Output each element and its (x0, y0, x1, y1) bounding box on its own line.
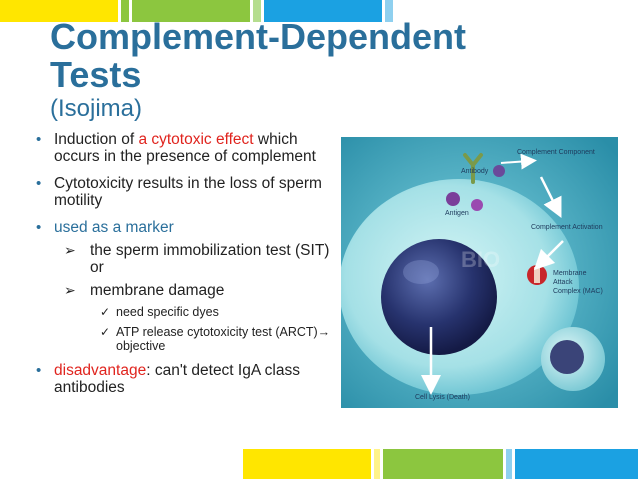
small-cell-nucleus (550, 340, 584, 374)
bottom-bar-green (383, 449, 503, 479)
checkmark-icon: ✓ (100, 305, 111, 319)
label-antigen: Antigen (445, 210, 469, 217)
slide-title: Complement-Dependent Tests (50, 18, 466, 94)
sub-bullet-text: the sperm immobilization test (SIT) or (90, 242, 330, 276)
label-attack: Attack (553, 279, 573, 286)
top-bar-green (132, 0, 250, 22)
top-bar-yellow (0, 0, 118, 22)
sub-sub-bullet-text: need specific dyes (116, 305, 219, 319)
sub-bullet-item: ➢ membrane damage (36, 282, 332, 299)
bullet-dot-icon: • (36, 219, 42, 236)
sub-sub-bullet-item: ✓ need specific dyes (36, 305, 332, 319)
label-antibody: Antibody (461, 168, 489, 175)
top-bar-green-light (253, 0, 261, 22)
title-line-1: Complement-Dependent (50, 16, 467, 57)
nucleus-highlight (403, 260, 439, 284)
label-complement-component: Complement Component (517, 149, 595, 156)
bullet-item: • used as a marker (36, 219, 332, 236)
arrow-bullet-icon: ➢ (64, 282, 76, 298)
sub-bullet-text: membrane damage (90, 282, 225, 299)
bullet-text: used as a marker (54, 219, 174, 236)
sub-sub-bullet-text: ATP release cytotoxicity test (ARCT)→ ob… (116, 325, 331, 353)
bullet-list: • Induction of a cytotoxic effect which … (36, 131, 332, 406)
bullet-item: • Induction of a cytotoxic effect which … (36, 131, 332, 165)
bullet-text: : can't detect IgA class antibodies (54, 362, 300, 396)
bottom-bar-yellow (243, 449, 371, 479)
bullet-dot-icon: • (36, 131, 42, 148)
bottom-bar-blue-light (506, 449, 512, 479)
bullet-text: Cytotoxicity results in the loss of sper… (54, 175, 322, 209)
label-membrane: Membrane (553, 270, 587, 277)
bullet-text: which occurs in the presence of compleme… (54, 131, 316, 165)
complement-cytotoxicity-figure: Complement Component Antibody Antigen Co… (341, 137, 618, 408)
complement-component-ball (493, 165, 505, 177)
watermark-text: BIO (461, 247, 500, 272)
bullet-item: • Cytotoxicity results in the loss of sp… (36, 175, 332, 209)
bullet-highlight: disadvantage (54, 362, 147, 379)
mac-pore-channel (534, 267, 540, 283)
sub-bullet-item: ➢ the sperm immobilization test (SIT) or (36, 242, 332, 276)
top-bar-green-small (121, 0, 129, 22)
top-bar-blue (264, 0, 382, 22)
arrow-mac (533, 240, 564, 271)
antigen-ball-2 (471, 199, 483, 211)
bullet-highlight: a cytotoxic effect (138, 131, 254, 148)
antibody-y-shape (463, 153, 483, 184)
antigen-ball-1 (446, 192, 460, 206)
bullet-dot-icon: • (36, 362, 42, 379)
arrow-complement (500, 153, 537, 170)
slide-subtitle: (Isojima) (50, 95, 143, 122)
checkmark-icon: ✓ (100, 325, 111, 339)
arrow-bullet-icon: ➢ (64, 242, 76, 258)
cell-nucleus (381, 239, 497, 355)
bottom-bar-blue (515, 449, 638, 479)
bottom-bar-yellow-light (374, 449, 380, 479)
bullet-text: Induction of (54, 131, 139, 148)
label-cell-lysis: Cell Lysis (Death) (415, 394, 470, 401)
label-complement-activation: Complement Activation (531, 224, 603, 231)
label-complex: Complex (MAC) (553, 288, 603, 295)
bullet-dot-icon: • (36, 175, 42, 192)
title-line-2: Tests (50, 54, 142, 95)
top-bar-blue-light (385, 0, 393, 22)
bullet-item: • disadvantage: can't detect IgA class a… (36, 362, 332, 396)
arrow-activation (539, 176, 562, 218)
sub-sub-bullet-item: ✓ ATP release cytotoxicity test (ARCT)→ … (36, 325, 332, 353)
